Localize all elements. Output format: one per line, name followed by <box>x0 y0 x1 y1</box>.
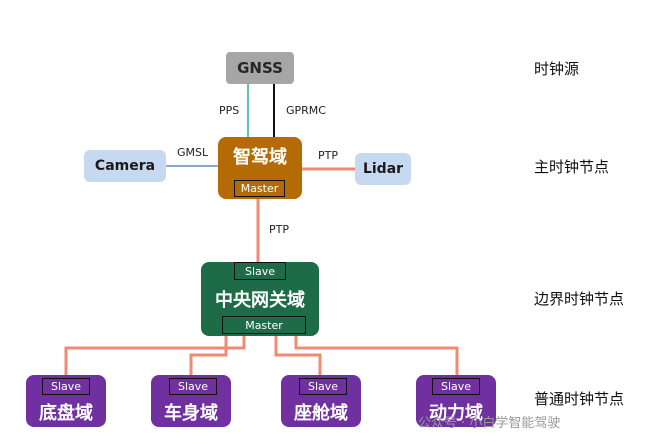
gnss-node: GNSS <box>226 52 294 84</box>
level-clock-source: 时钟源 <box>534 60 580 78</box>
ptp-chassis-line <box>64 336 246 375</box>
body-slave-tag: Slave <box>169 378 217 395</box>
power-domain-title: 动力域 <box>429 403 483 424</box>
ptp-power-line <box>294 336 459 375</box>
chassis-domain-title: 底盘域 <box>39 403 93 424</box>
cockpit-slave-tag: Slave <box>299 378 347 395</box>
gprmc-label: GPRMC <box>286 104 326 117</box>
power-slave-tag: Slave <box>432 378 480 395</box>
adas-master-tag: Master <box>234 180 285 197</box>
pps-label: PPS <box>219 104 240 117</box>
chassis-slave-tag: Slave <box>42 378 90 395</box>
adas-domain-node: 智驾域 Master <box>218 137 302 199</box>
cockpit-domain-node: Slave 座舱域 <box>281 375 361 427</box>
gmsl-label: GMSL <box>177 146 209 159</box>
watermark: 公众号 · 小白学智能驾驶 <box>418 416 561 431</box>
body-domain-title: 车身域 <box>164 403 218 424</box>
power-domain-node: Slave 动力域 <box>416 375 496 427</box>
cockpit-domain-title: 座舱域 <box>294 403 348 424</box>
body-domain-node: Slave 车身域 <box>151 375 231 427</box>
lidar-node: Lidar <box>355 153 411 185</box>
central-gateway-title: 中央网关域 <box>215 290 305 311</box>
central-master-tag: Master <box>222 316 306 334</box>
central-slave-tag: Slave <box>234 262 286 280</box>
level-ordinary-clock: 普通时钟节点 <box>534 390 625 408</box>
camera-node: Camera <box>84 150 166 182</box>
ptp-cockpit-line <box>274 336 322 375</box>
adas-domain-title: 智驾域 <box>233 147 287 168</box>
level-master-clock: 主时钟节点 <box>534 158 610 176</box>
ptp-central-label: PTP <box>269 223 289 236</box>
central-gateway-node: Slave 中央网关域 Master <box>201 262 319 336</box>
chassis-domain-node: Slave 底盘域 <box>26 375 106 427</box>
ptp-body-line <box>189 336 228 375</box>
level-boundary-clock: 边界时钟节点 <box>534 290 625 308</box>
ptp-lidar-label: PTP <box>318 149 338 162</box>
